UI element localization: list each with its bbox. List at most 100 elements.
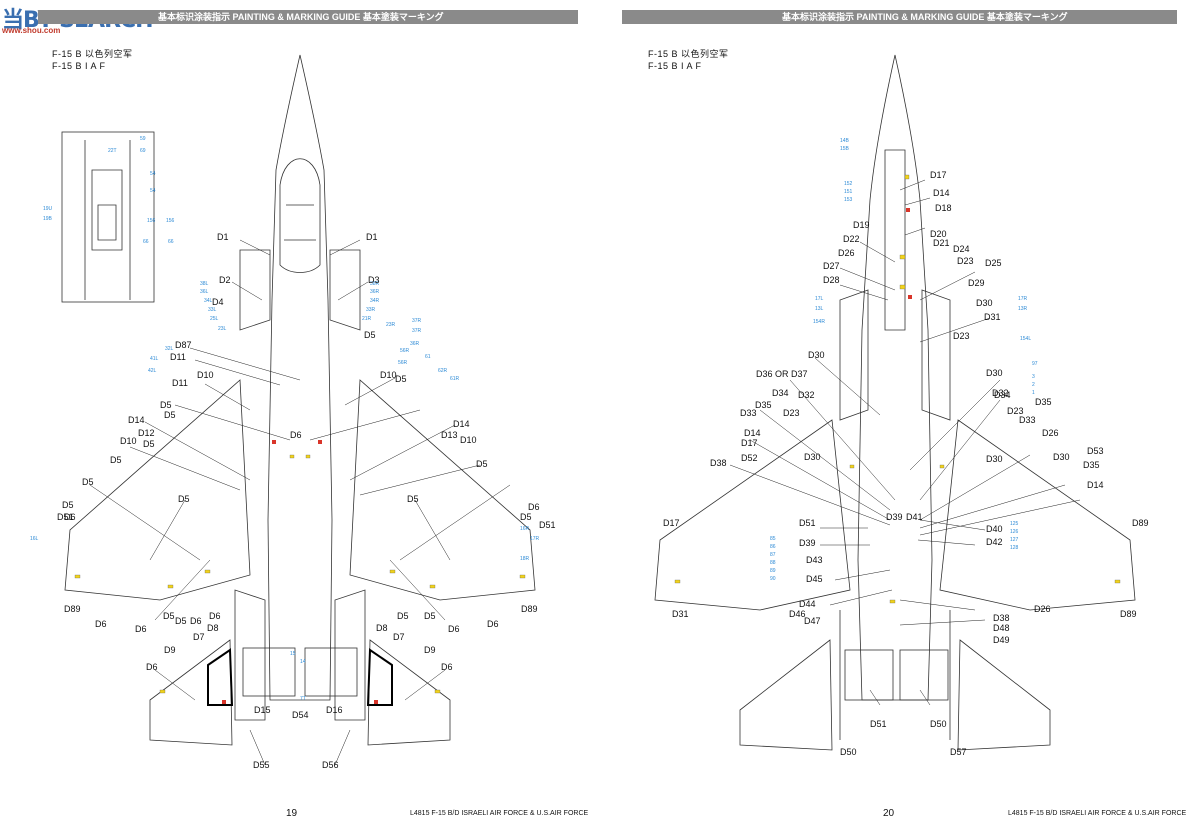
svg-text:34L: 34L bbox=[204, 298, 213, 304]
decal-callout-label: D14 bbox=[453, 419, 470, 429]
watermark-url: www.shou.com bbox=[2, 26, 61, 35]
decal-callout-label: D53 bbox=[1087, 446, 1104, 456]
decal-callout-label: D28 bbox=[823, 275, 840, 285]
decal-callout-label: D5 bbox=[62, 500, 74, 510]
decal-callout-label: D17 bbox=[930, 170, 947, 180]
decal-callout-label: D30 bbox=[976, 298, 993, 308]
decal-callout-label: D48 bbox=[993, 623, 1010, 633]
svg-text:61: 61 bbox=[425, 354, 431, 360]
decal-callout-label: D10 bbox=[380, 370, 397, 380]
page-number: 19 bbox=[286, 808, 298, 819]
svg-text:18R: 18R bbox=[520, 556, 530, 562]
decal-callout-label: D6 bbox=[135, 624, 147, 634]
fuselage-outline bbox=[267, 54, 333, 701]
decal-callout-label: D38 bbox=[710, 458, 727, 468]
decal-callout-label: D5 bbox=[110, 455, 122, 465]
decal-callout-label: D50 bbox=[930, 719, 947, 729]
decal-callout-label: D38 bbox=[993, 613, 1010, 623]
svg-text:36L: 36L bbox=[200, 289, 209, 295]
decal-callout-label: D31 bbox=[984, 312, 1001, 322]
svg-text:15B: 15B bbox=[840, 146, 850, 152]
svg-text:25L: 25L bbox=[210, 316, 219, 322]
decal-callout-label: D27 bbox=[823, 261, 840, 271]
decal-callout-label: D5 bbox=[164, 410, 176, 420]
svg-text:54: 54 bbox=[150, 171, 156, 177]
decal-callout-label: D7 bbox=[193, 632, 205, 642]
svg-text:13L: 13L bbox=[815, 306, 824, 312]
subtitle-en: F-15 B I A F bbox=[648, 61, 702, 71]
decal-callout-label: D35 bbox=[755, 400, 772, 410]
left-wing-outline bbox=[654, 419, 851, 611]
svg-text:61R: 61R bbox=[450, 376, 460, 382]
decal-callout-label: D8 bbox=[376, 623, 388, 633]
canopy-outline bbox=[279, 158, 321, 273]
svg-text:37R: 37R bbox=[412, 328, 422, 334]
decal-callout-label: D20 bbox=[930, 229, 947, 239]
decal-callout-label: D34 bbox=[772, 388, 789, 398]
decal-callout-label: D1 bbox=[217, 232, 229, 242]
svg-text:90: 90 bbox=[770, 576, 776, 582]
decal-callout-label: D5 bbox=[397, 611, 409, 621]
svg-text:97: 97 bbox=[1032, 361, 1038, 367]
decal-callout-label: D31 bbox=[672, 609, 689, 619]
decal-callout-label: D89 bbox=[1132, 518, 1149, 528]
decal-callout-label: D14 bbox=[1087, 480, 1104, 490]
decal-callout-label: D6 bbox=[290, 430, 302, 440]
decal-callout-label: D5 bbox=[407, 494, 419, 504]
svg-text:14: 14 bbox=[300, 659, 306, 665]
decal-callout-label: D21 bbox=[933, 238, 950, 248]
decal-callout-label: D35 bbox=[1083, 460, 1100, 470]
decal-callout-label: D42 bbox=[986, 537, 1003, 547]
decal-callout-label: D13 bbox=[441, 430, 458, 440]
svg-text:33L: 33L bbox=[208, 307, 217, 313]
fuselage-outline bbox=[857, 54, 933, 701]
svg-text:36R: 36R bbox=[410, 341, 420, 347]
decal-callout-label: D18 bbox=[935, 203, 952, 213]
page-number: 20 bbox=[883, 808, 895, 819]
svg-text:156: 156 bbox=[166, 218, 175, 224]
decal-callout-label: D7 bbox=[393, 632, 405, 642]
decal-callout-label: D26 bbox=[1034, 604, 1051, 614]
right-wing-outline bbox=[349, 379, 536, 601]
svg-text:33R: 33R bbox=[366, 307, 376, 313]
subtitle-cn: F-15 B 以色列空军 bbox=[52, 49, 133, 59]
decal-callout-label: D5 bbox=[424, 611, 436, 621]
decal-callout-label: D45 bbox=[806, 574, 823, 584]
decal-callout-label: D17 bbox=[663, 518, 680, 528]
decal-callout-label: D36 OR D37 bbox=[756, 369, 808, 379]
decal-callout-label: D51 bbox=[870, 719, 887, 729]
subtitle-cn: F-15 B 以色列空军 bbox=[648, 49, 729, 59]
aircraft-subtitle: F-15 B 以色列空军 F-15 B I A F bbox=[52, 48, 133, 72]
svg-text:38R: 38R bbox=[370, 281, 380, 287]
decal-callout-label: D49 bbox=[993, 635, 1010, 645]
svg-text:128: 128 bbox=[1010, 545, 1019, 551]
svg-text:59: 59 bbox=[140, 136, 146, 142]
left-wing-outline bbox=[64, 379, 251, 601]
right-wing-outline bbox=[939, 419, 1136, 611]
decal-callout-label: D6 bbox=[487, 619, 499, 629]
decal-callout-label: D5 bbox=[143, 439, 155, 449]
svg-text:7T: 7T bbox=[300, 696, 306, 702]
decal-callout-label: D35 bbox=[1035, 397, 1052, 407]
svg-text:36R: 36R bbox=[370, 289, 380, 295]
decal-callout-label: D9 bbox=[164, 645, 176, 655]
decal-callout-label: D16 bbox=[326, 705, 343, 715]
decal-callout-label: D89 bbox=[521, 604, 538, 614]
decal-callout-label: D5 bbox=[175, 616, 187, 626]
inset-detail-frame bbox=[61, 131, 155, 303]
svg-text:19U: 19U bbox=[43, 206, 53, 212]
decal-callout-label: D30 bbox=[804, 452, 821, 462]
decal-callout-label: D57 bbox=[950, 747, 967, 757]
decal-callout-label: D26 bbox=[838, 248, 855, 258]
decal-callout-label: D26 bbox=[1042, 428, 1059, 438]
decal-callout-label: D10 bbox=[460, 435, 477, 445]
decal-callout-label: D24 bbox=[953, 244, 970, 254]
decal-callout-label: D25 bbox=[985, 258, 1002, 268]
decal-callout-label: D43 bbox=[806, 555, 823, 565]
decal-callout-label: D30 bbox=[1053, 452, 1070, 462]
svg-text:85: 85 bbox=[770, 536, 776, 542]
svg-text:16L: 16L bbox=[30, 536, 39, 542]
svg-text:14B: 14B bbox=[840, 138, 850, 144]
decal-callout-label: D23 bbox=[953, 331, 970, 341]
